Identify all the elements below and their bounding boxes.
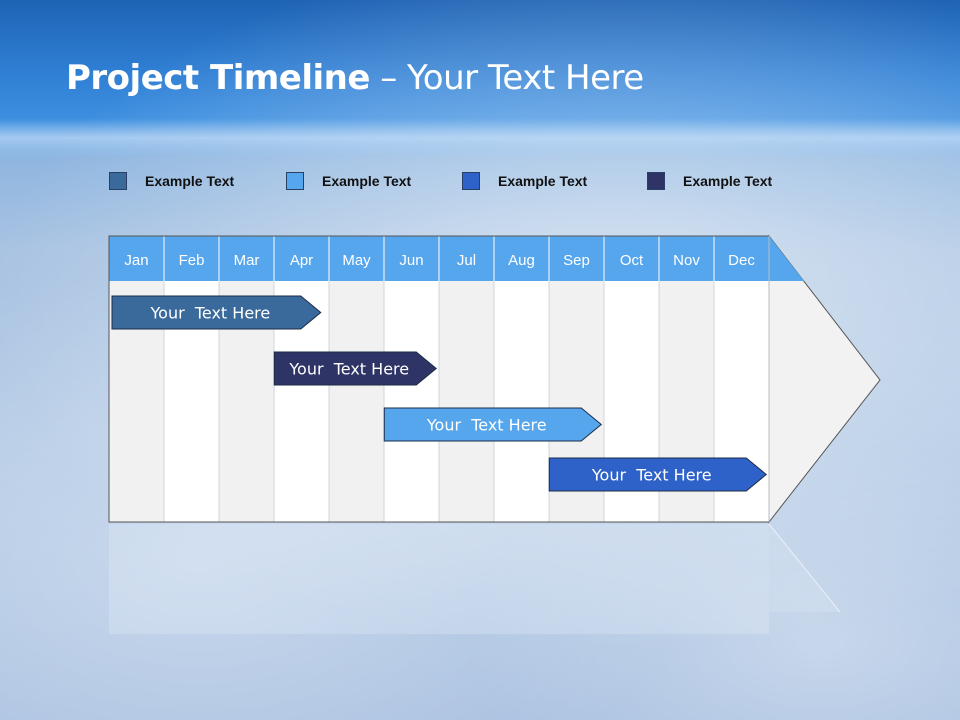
legend-label: Example Text bbox=[322, 173, 412, 189]
month-header-cell bbox=[659, 236, 714, 281]
horizon-glow bbox=[0, 118, 960, 158]
month-header-cell bbox=[274, 236, 329, 281]
timeline-header-tip bbox=[769, 236, 804, 281]
task-label: Your Text Here bbox=[288, 360, 409, 379]
month-header-cell bbox=[714, 236, 769, 281]
month-header-cell bbox=[549, 236, 604, 281]
task-bar bbox=[548, 457, 768, 492]
legend-item-2: Example Text bbox=[286, 168, 411, 194]
task-bar bbox=[383, 407, 603, 442]
month-label: Nov bbox=[673, 252, 700, 269]
month-column bbox=[494, 281, 549, 522]
legend-swatch bbox=[647, 172, 665, 190]
month-header-cell bbox=[219, 236, 274, 281]
month-label: May bbox=[342, 252, 371, 269]
task-bar bbox=[273, 351, 438, 386]
month-header-cell bbox=[384, 236, 439, 281]
month-header-cell bbox=[494, 236, 549, 281]
legend-label: Example Text bbox=[683, 173, 773, 189]
legend-swatch bbox=[462, 172, 480, 190]
month-label: Feb bbox=[179, 252, 205, 269]
month-label: Sep bbox=[563, 252, 590, 269]
legend-swatch bbox=[286, 172, 304, 190]
month-header-cell bbox=[164, 236, 219, 281]
slide-title-bold: Project Timeline bbox=[66, 58, 370, 98]
month-column bbox=[439, 281, 494, 522]
task-label: Your Text Here bbox=[150, 304, 271, 323]
month-label: Aug bbox=[508, 252, 535, 269]
month-header-cell bbox=[329, 236, 384, 281]
timeline-reflection bbox=[109, 524, 769, 634]
month-header-cell bbox=[439, 236, 494, 281]
legend-label: Example Text bbox=[498, 173, 588, 189]
task-label: Your Text Here bbox=[426, 416, 547, 435]
month-label: Jun bbox=[399, 252, 423, 269]
month-header-cell bbox=[604, 236, 659, 281]
month-label: Apr bbox=[290, 252, 313, 269]
legend-swatch bbox=[109, 172, 127, 190]
legend-item-3: Example Text bbox=[462, 168, 587, 194]
legend-label: Example Text bbox=[145, 173, 235, 189]
timeline-border bbox=[108, 235, 769, 523]
task-label: Your Text Here bbox=[591, 466, 712, 485]
month-label: Jan bbox=[124, 252, 148, 269]
timeline-reflection-edge bbox=[768, 523, 841, 613]
legend-item-1: Example Text bbox=[109, 168, 234, 194]
legend-item-4: Example Text bbox=[647, 168, 772, 194]
month-label: Jul bbox=[457, 252, 476, 269]
slide-title-rest: – Your Text Here bbox=[369, 58, 644, 98]
slide-title: Project Timeline – Your Text Here bbox=[66, 58, 644, 98]
month-label: Mar bbox=[234, 252, 260, 269]
month-label: Oct bbox=[620, 252, 644, 269]
month-label: Dec bbox=[728, 252, 755, 269]
month-header-cell bbox=[109, 236, 164, 281]
task-bar bbox=[111, 295, 322, 330]
month-column bbox=[384, 281, 439, 522]
month-column bbox=[329, 281, 384, 522]
